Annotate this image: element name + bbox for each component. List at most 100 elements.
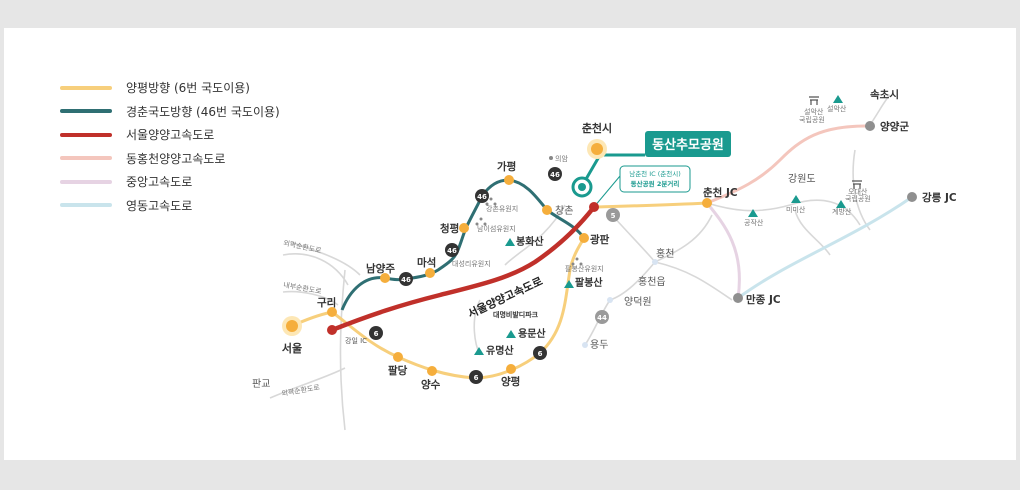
- station-gwangpan: [579, 233, 589, 243]
- legend-swatch: [60, 179, 112, 184]
- namiseom-label: 남이섬유원지: [477, 224, 516, 233]
- route-shields: 46 46 46 46 6 6 6 5 44: [369, 167, 620, 384]
- uiam-dot-icon: [549, 156, 553, 160]
- resort-icon: [579, 262, 583, 266]
- minor-roads: [269, 94, 891, 431]
- station-labels: 구리 남양주 마석 청평 가평 광판 팔당 양수 양평 춘천 JC 만종 JC …: [317, 88, 957, 391]
- resort-icon: [479, 217, 483, 221]
- yongmunsan-label: 용문산: [518, 327, 546, 340]
- jungang-expressway: [705, 202, 741, 299]
- hongcheoneup-label: 홍천읍: [638, 275, 666, 288]
- ic-callout-line1: 남춘천 IC (춘천시): [629, 169, 681, 178]
- legend-swatch: [60, 109, 112, 114]
- chuncheon-marker: [591, 143, 603, 155]
- gangwon-label: 강원도: [788, 173, 816, 185]
- seoul-label: 서울: [282, 341, 302, 355]
- gapyeong-label: 가평: [497, 160, 516, 173]
- yongdu-dot: [582, 342, 588, 348]
- mountain-icon: [836, 200, 846, 208]
- namyangju-label: 남양주: [366, 262, 395, 275]
- donghongcheon-yangyang-expressway: [706, 124, 871, 205]
- gangil-road: [339, 269, 346, 431]
- bonghwasan-label: 봉화산: [516, 235, 544, 248]
- route-6-number: 6: [374, 330, 379, 338]
- route-46-shield: [445, 243, 459, 257]
- route-46-shield: [399, 272, 413, 286]
- route-6-shield: [469, 370, 483, 384]
- hongcheon-road-2: [654, 214, 713, 263]
- resort-icon: [485, 202, 489, 206]
- uiam-label: 의암: [555, 154, 568, 163]
- gangil-ic-label: 강일 IC: [345, 336, 367, 345]
- station-gapyeong: [504, 175, 514, 185]
- legend-label: 동홍천양양고속도로: [126, 151, 226, 166]
- legend-swatch: [60, 203, 112, 208]
- park-gate-icon: [852, 180, 862, 189]
- yongdu-road: [584, 299, 611, 346]
- mountain-icon: [474, 347, 484, 355]
- gangwon-road-1: [706, 202, 791, 212]
- legend-swatch: [60, 156, 112, 161]
- manjong-jc-dot: [733, 293, 743, 303]
- yongdu-label: 용두: [590, 339, 608, 351]
- route-chuncheon-connector: [593, 201, 708, 209]
- seorak-label-1: 설악산: [804, 107, 824, 116]
- legend-swatch: [60, 85, 112, 90]
- yangdeokwon-dot: [607, 297, 613, 303]
- station-yangsu: [427, 366, 437, 376]
- legend: 양평방향 (6번 국도이용) 경춘국도방향 (46번 국도이용) 서울양양고속도…: [60, 76, 280, 217]
- mountain-icon: [748, 209, 758, 217]
- legend-label: 영동고속도로: [126, 198, 193, 213]
- route-46-number: 46: [477, 193, 487, 201]
- route-46-number: 46: [447, 247, 457, 255]
- park-gate-icons: [809, 96, 862, 189]
- odae-label-2: 국립공원: [845, 194, 871, 203]
- daemyung-label: 대명비발디파크: [493, 310, 539, 319]
- resort-icon: [483, 222, 487, 226]
- manjong-jc-label: 만종 JC: [746, 293, 781, 306]
- resort-icon: [489, 197, 493, 201]
- station-namyangju: [380, 273, 390, 283]
- gangwon-road-3: [794, 209, 831, 256]
- changchon-label: 창촌: [555, 205, 573, 217]
- pangyo-label: 판교: [252, 378, 270, 390]
- gangchon-label: 강촌유원지: [486, 204, 518, 213]
- route-44-number: 44: [597, 314, 607, 322]
- mirisan-label: 미미산: [786, 205, 806, 214]
- ic-callout-line2: 동산공원 2분거리: [631, 179, 680, 188]
- route-6-yangpyeong: [331, 237, 586, 380]
- route-5-number: 5: [611, 212, 616, 220]
- station-maseok: [425, 268, 435, 278]
- ring-road-outer-north: [282, 253, 349, 286]
- namchuncheon-ic-dot: [589, 202, 599, 212]
- route-46-number: 46: [401, 276, 411, 284]
- mountain-icon: [506, 330, 516, 338]
- guri-label: 구리: [317, 296, 336, 309]
- route-6-shield: [369, 326, 383, 340]
- daeseongri-label: 대성리유원지: [452, 259, 491, 268]
- hongcheon-road-1: [611, 214, 656, 263]
- legend-label: 서울양양고속도로: [126, 128, 215, 143]
- maseok-label: 마석: [417, 256, 436, 269]
- ring-outer-label-1: 외곽순환도로: [283, 238, 323, 255]
- legend-label: 양평방향 (6번 국도이용): [126, 81, 250, 96]
- sokcho-label: 속초시: [870, 88, 899, 101]
- route-6-number: 6: [538, 350, 543, 358]
- destination-marker-dot: [578, 183, 586, 191]
- resort-icon: [475, 222, 479, 226]
- chuncheon-label: 춘천시: [582, 121, 612, 135]
- legend-item-gyeongchun: 경춘국도방향 (46번 국도이용): [60, 100, 280, 124]
- resort-icons: [475, 156, 583, 266]
- legend-item-seoul-yangyang: 서울양양고속도로: [60, 123, 280, 147]
- legend-label: 경춘국도방향 (46번 국도이용): [126, 104, 280, 119]
- palbongsan-label: 팔봉산: [575, 276, 603, 289]
- ring-road-inner: [282, 290, 339, 306]
- park-gate-icon: [809, 96, 819, 105]
- seorak-label-3: 설악산: [827, 104, 847, 113]
- route-6-number: 6: [474, 374, 479, 382]
- seoul-marker: [286, 320, 298, 332]
- station-cheongpyeong: [459, 223, 469, 233]
- yangdeokwon-label: 양덕원: [624, 296, 652, 308]
- route-5-shield: [606, 208, 620, 222]
- legend-item-donghongcheon: 동홍천양양고속도로: [60, 147, 280, 171]
